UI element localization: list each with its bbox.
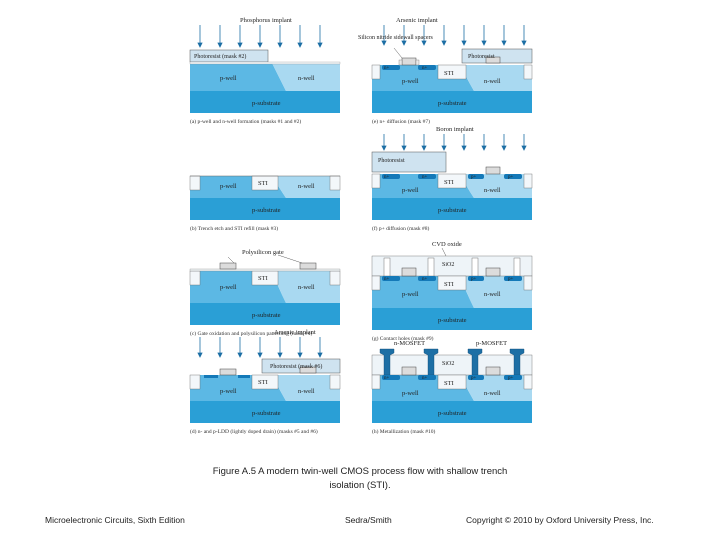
panel-d-diagram bbox=[190, 325, 340, 425]
sti-trench bbox=[252, 176, 278, 190]
cvd-oxide-layer bbox=[372, 256, 532, 276]
panel-a: Phosphorus implant Photoresist (mask #2)… bbox=[190, 15, 340, 115]
panel-c: Polysilicon gate STI p-well n-well p-sub… bbox=[190, 227, 340, 327]
panel-f: Boron implant Photoresist n+ n+ p+ p+ ST… bbox=[372, 122, 522, 222]
panel-b: STI p-well n-well p-substrate (b) Trench… bbox=[190, 122, 340, 222]
p-well-region bbox=[190, 63, 286, 91]
footer-authors: Sedra/Smith bbox=[345, 515, 392, 525]
panel-d: Arsenic implant Photoresist (mask #6) ST… bbox=[190, 325, 340, 425]
figure-caption: Figure A.5 A modern twin-well CMOS proce… bbox=[190, 465, 530, 493]
panel-d-caption: (d) n- and p-LDD (lightly doped drain) (… bbox=[190, 429, 365, 435]
panel-h-diagram bbox=[372, 325, 532, 425]
panel-h: n-MOSFET p-MOSFET SiO2 n+ n+ p+ p+ STI p… bbox=[372, 325, 522, 425]
poly-gate-n bbox=[220, 263, 236, 269]
footer-copyright: Copyright © 2010 by Oxford University Pr… bbox=[466, 515, 654, 525]
panel-g: CVD oxide SiO2 n+ n+ p+ p+ STI p-well n-… bbox=[372, 232, 522, 332]
photoresist-layer bbox=[190, 50, 268, 62]
figure-caption-line1: Figure A.5 A modern twin-well CMOS proce… bbox=[190, 465, 530, 479]
footer-book-title: Microelectronic Circuits, Sixth Edition bbox=[45, 515, 185, 525]
substrate-layer bbox=[190, 91, 340, 113]
panel-h-caption: (h) Metallization (mask #10) bbox=[372, 429, 547, 435]
panel-e: Arsenic implant Silicon nitride sidewall… bbox=[372, 15, 522, 115]
panel-g-diagram bbox=[372, 232, 532, 332]
panel-e-diagram bbox=[372, 15, 532, 115]
panel-c-diagram bbox=[190, 227, 340, 327]
panel-b-diagram bbox=[190, 122, 340, 222]
panel-f-diagram bbox=[372, 122, 532, 222]
figure-caption-line2: isolation (STI). bbox=[190, 479, 530, 493]
implant-arrows bbox=[198, 25, 322, 47]
poly-gate-p bbox=[300, 263, 316, 269]
panel-a-diagram bbox=[190, 15, 340, 115]
